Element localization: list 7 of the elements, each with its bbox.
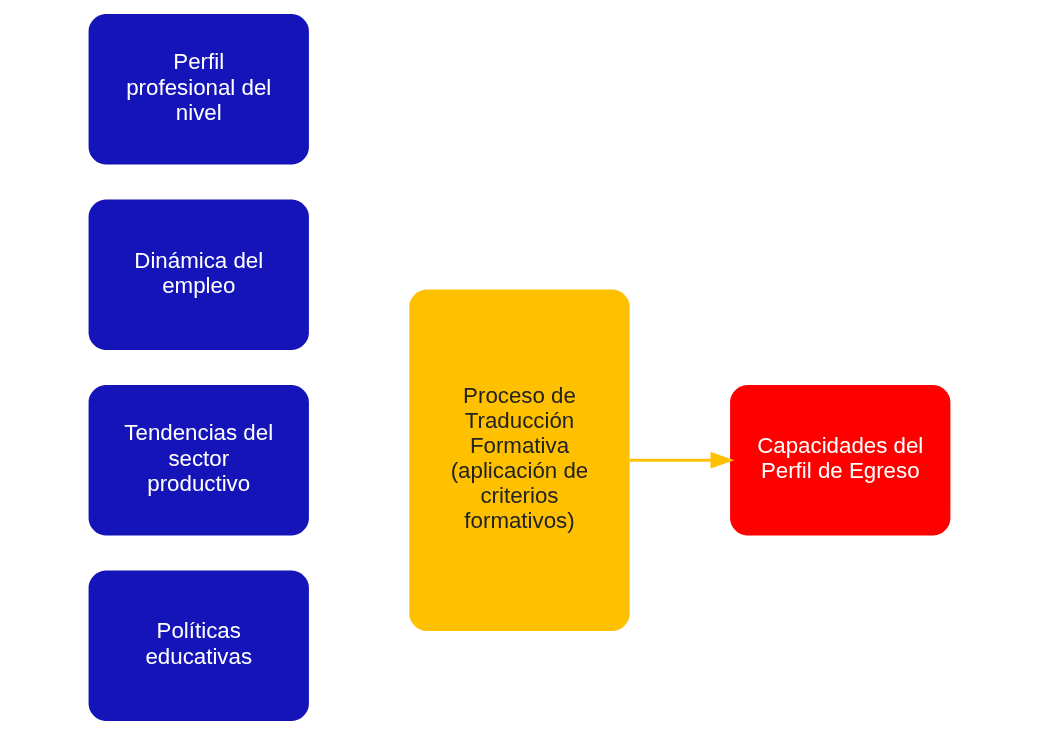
node-box: Políticas educativas bbox=[88, 570, 309, 721]
node-box: Capacidades del Perfil de Egreso bbox=[730, 384, 951, 536]
node-box: Dinámica del empleo bbox=[88, 199, 309, 351]
node-box: Tendencias del sector productivo bbox=[88, 384, 309, 536]
node-box: Proceso de Traducción Formativa (aplicación de criterios formativos) bbox=[409, 289, 630, 632]
arrow bbox=[629, 451, 735, 469]
node-box: Perfil profesional del nivel bbox=[88, 14, 309, 165]
